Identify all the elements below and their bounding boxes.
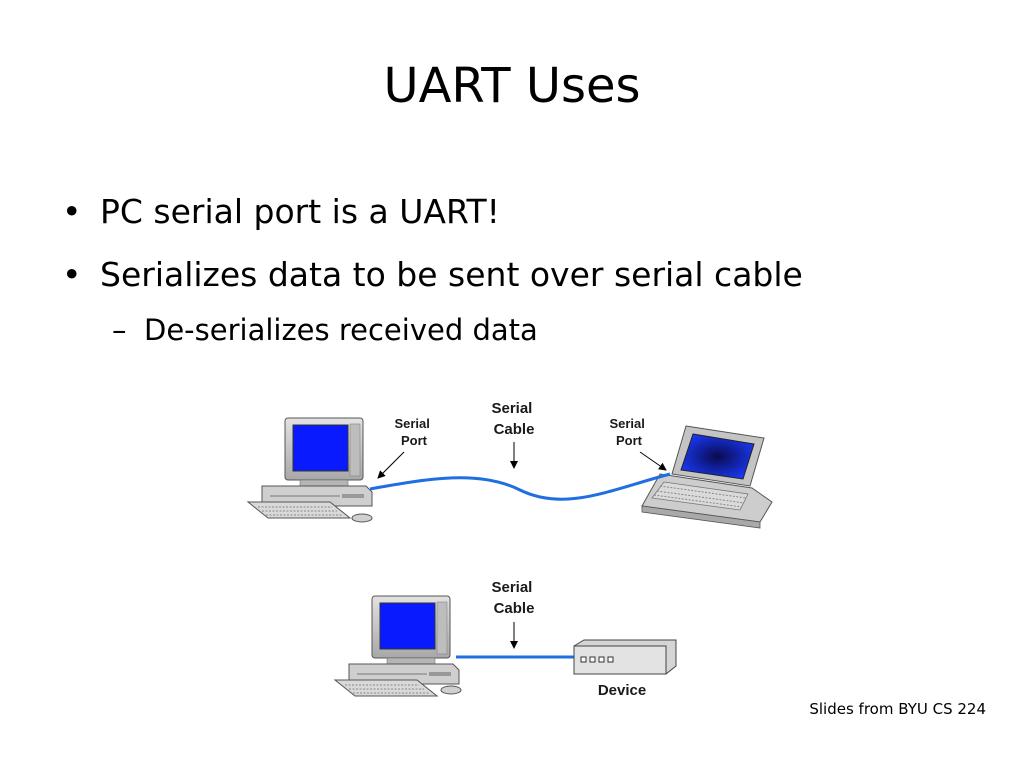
- serial-port-label-left: Serial Port: [394, 416, 433, 448]
- desktop-pc-icon: [246, 417, 373, 523]
- arrow-to-port-left: [377, 451, 405, 479]
- bullet-dot: •: [62, 255, 82, 294]
- sub-bullet-dash: –: [112, 313, 127, 347]
- bullet-item: • PC serial port is a UART!: [62, 192, 803, 232]
- bullet-item: • Serializes data to be sent over serial…: [62, 255, 803, 295]
- bullet-dot: •: [62, 192, 82, 231]
- serial-cable-top: [369, 472, 671, 501]
- device-label: Device: [598, 682, 646, 699]
- sub-bullet-item: – De-serializes received data: [112, 312, 803, 348]
- bullet-list: • PC serial port is a UART! • Serializes…: [62, 192, 803, 348]
- sub-bullet-text: De-serializes received data: [144, 313, 538, 347]
- serial-port-label-right: Serial Port: [609, 416, 648, 448]
- serial-cable-label-top: Serial Cable: [491, 400, 536, 438]
- device-box-icon: [573, 639, 677, 675]
- serial-cable-label-bottom: Serial Cable: [491, 579, 536, 617]
- bullet-text: Serializes data to be sent over serial c…: [100, 255, 803, 294]
- laptop-icon: [641, 425, 773, 529]
- bullet-text: PC serial port is a UART!: [100, 192, 500, 231]
- desktop-pc-icon: [333, 595, 462, 697]
- slide-title: UART Uses: [383, 58, 641, 114]
- footer-credit: Slides from BYU CS 224: [809, 700, 986, 718]
- arrow-to-port-right: [639, 451, 667, 471]
